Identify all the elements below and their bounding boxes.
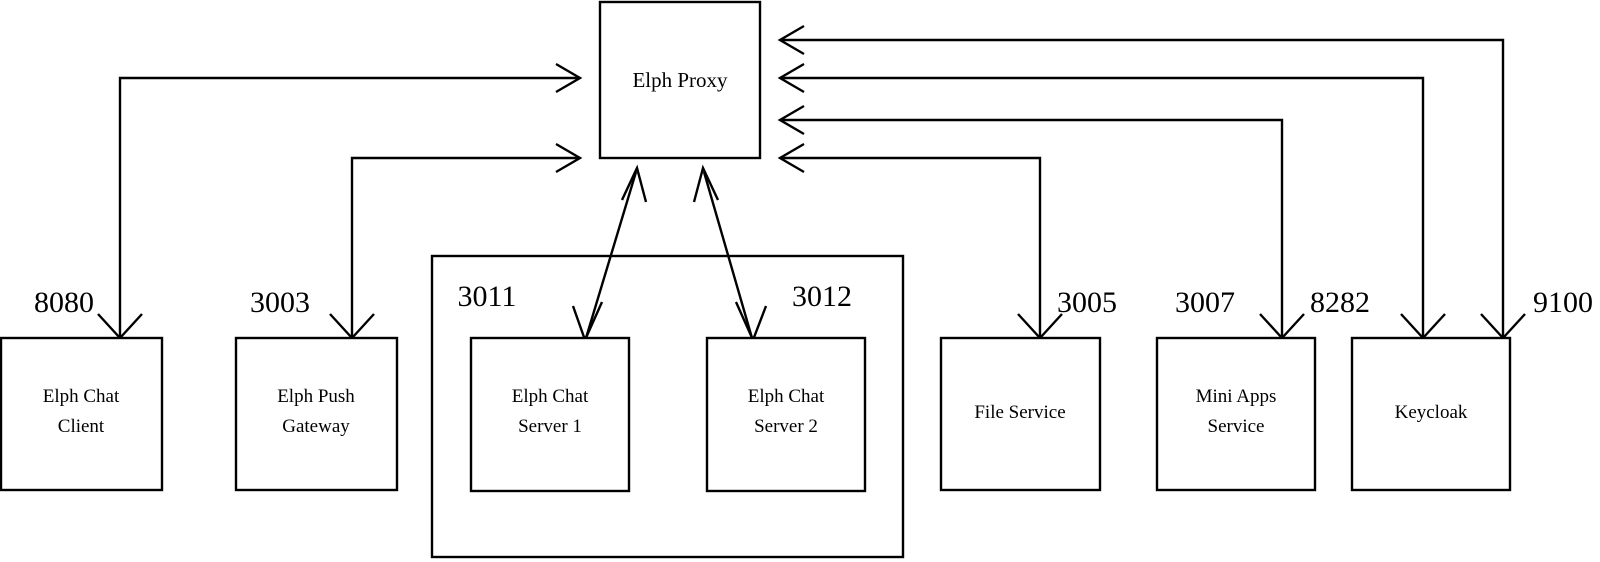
edge-keycloak-9100	[777, 24, 1526, 340]
node-elph-push-gateway[interactable]: Elph Push Gateway	[234, 336, 399, 492]
elph-chat-client-label-line1: Elph Chat	[43, 386, 120, 407]
node-file-service[interactable]: File Service	[939, 336, 1102, 492]
edge-elph-chat-server-1	[571, 164, 648, 344]
elph-chat-server-1-label-line2: Server 1	[518, 416, 582, 437]
port-label-3007: 3007	[1175, 286, 1235, 319]
port-label-3005: 3005	[1057, 286, 1117, 319]
port-label-9100: 9100	[1533, 286, 1593, 319]
edge-elph-chat-server-2	[692, 164, 768, 344]
port-label-8282: 8282	[1310, 286, 1370, 319]
elph-push-gateway-label-line2: Gateway	[282, 416, 350, 437]
elph-chat-server-2-label-line2: Server 2	[754, 416, 818, 437]
node-elph-proxy[interactable]: Elph Proxy	[598, 0, 762, 160]
node-elph-chat-client[interactable]: Elph Chat Client	[0, 336, 164, 492]
elph-chat-server-2-label-line1: Elph Chat	[748, 386, 825, 407]
port-label-3011: 3011	[458, 280, 517, 313]
elph-chat-server-1-label-line1: Elph Chat	[512, 386, 589, 407]
file-service-label-line1: File Service	[974, 402, 1065, 423]
elph-chat-client-label-line2: Client	[58, 416, 105, 437]
port-label-3003: 3003	[250, 286, 310, 319]
port-label-3012: 3012	[792, 280, 852, 313]
node-elph-chat-server-2[interactable]: Elph Chat Server 2	[705, 336, 867, 493]
elph-proxy-label: Elph Proxy	[632, 68, 728, 92]
node-mini-apps-service[interactable]: Mini Apps Service	[1155, 336, 1317, 492]
chat-server-cluster-group	[430, 254, 905, 559]
node-elph-chat-server-1[interactable]: Elph Chat Server 1	[469, 336, 631, 493]
node-keycloak[interactable]: Keycloak	[1350, 336, 1512, 492]
elph-push-gateway-label-line1: Elph Push	[277, 386, 355, 407]
keycloak-label-line1: Keycloak	[1395, 402, 1468, 423]
port-label-8080: 8080	[34, 286, 94, 319]
mini-apps-service-label-line1: Mini Apps	[1196, 386, 1277, 407]
mini-apps-service-label-line2: Service	[1208, 416, 1265, 437]
edge-elph-push-gateway	[329, 142, 583, 340]
